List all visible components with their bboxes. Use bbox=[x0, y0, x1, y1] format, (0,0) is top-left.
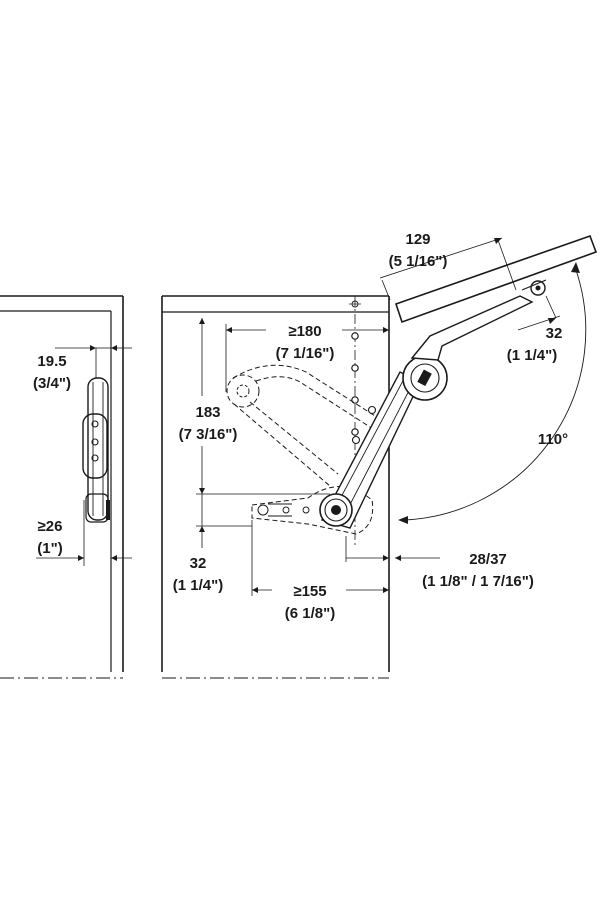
dim-depth-155-value: ≥155 bbox=[293, 583, 326, 600]
dim-flap-length: 129 (5 1/16") bbox=[379, 231, 517, 301]
dim-side-thickness-inch: (3/4") bbox=[33, 375, 71, 392]
dim-flap-length-value: 129 bbox=[405, 231, 430, 248]
opening-angle-value: 110° bbox=[538, 431, 568, 448]
cabinet-body-section bbox=[161, 295, 390, 679]
dim-side-setback: ≥26 (1") bbox=[36, 500, 132, 566]
dim-side-setback-inch: (1") bbox=[37, 540, 62, 557]
left-cabinet-side-view bbox=[0, 295, 124, 679]
dim-height-183: 183 (7 3/16") bbox=[179, 318, 330, 495]
lift-arm bbox=[319, 279, 547, 529]
dim-depth-155: ≥155 (6 1/8") bbox=[251, 520, 389, 622]
dim-flap-offset-value: 32 bbox=[546, 325, 563, 342]
dim-base-32-inch: (1 1/4") bbox=[173, 577, 223, 594]
dim-base-32: 32 (1 1/4") bbox=[173, 494, 252, 594]
opened-flap bbox=[394, 234, 598, 324]
dim-depth-180-inch: (7 1/16") bbox=[276, 345, 335, 362]
dim-base-32-value: 32 bbox=[190, 555, 207, 572]
dim-door-thickness-value: 28/37 bbox=[469, 551, 507, 568]
dim-side-thickness: 19.5 (3/4") bbox=[33, 345, 132, 392]
dim-height-183-inch: (7 3/16") bbox=[179, 426, 238, 443]
dim-flap-offset-inch: (1 1/4") bbox=[507, 347, 557, 364]
dim-depth-155-inch: (6 1/8") bbox=[285, 605, 335, 622]
dim-side-setback-value: ≥26 bbox=[38, 518, 63, 535]
side-mounted-fitting bbox=[82, 377, 110, 523]
dim-side-thickness-value: 19.5 bbox=[37, 353, 66, 370]
dim-door-thickness: 28/37 (1 1/8" / 1 7/16") bbox=[345, 536, 534, 590]
dim-height-183-value: 183 bbox=[195, 404, 220, 421]
dim-depth-180: ≥180 (7 1/16") bbox=[225, 323, 389, 392]
mounting-bracket bbox=[251, 485, 374, 535]
opening-angle-arc: 110° bbox=[398, 262, 587, 524]
dim-door-thickness-inch: (1 1/8" / 1 7/16") bbox=[422, 573, 534, 590]
dim-depth-180-value: ≥180 bbox=[288, 323, 321, 340]
dim-flap-length-inch: (5 1/16") bbox=[389, 253, 448, 270]
dim-flap-offset: 32 (1 1/4") bbox=[507, 295, 563, 364]
